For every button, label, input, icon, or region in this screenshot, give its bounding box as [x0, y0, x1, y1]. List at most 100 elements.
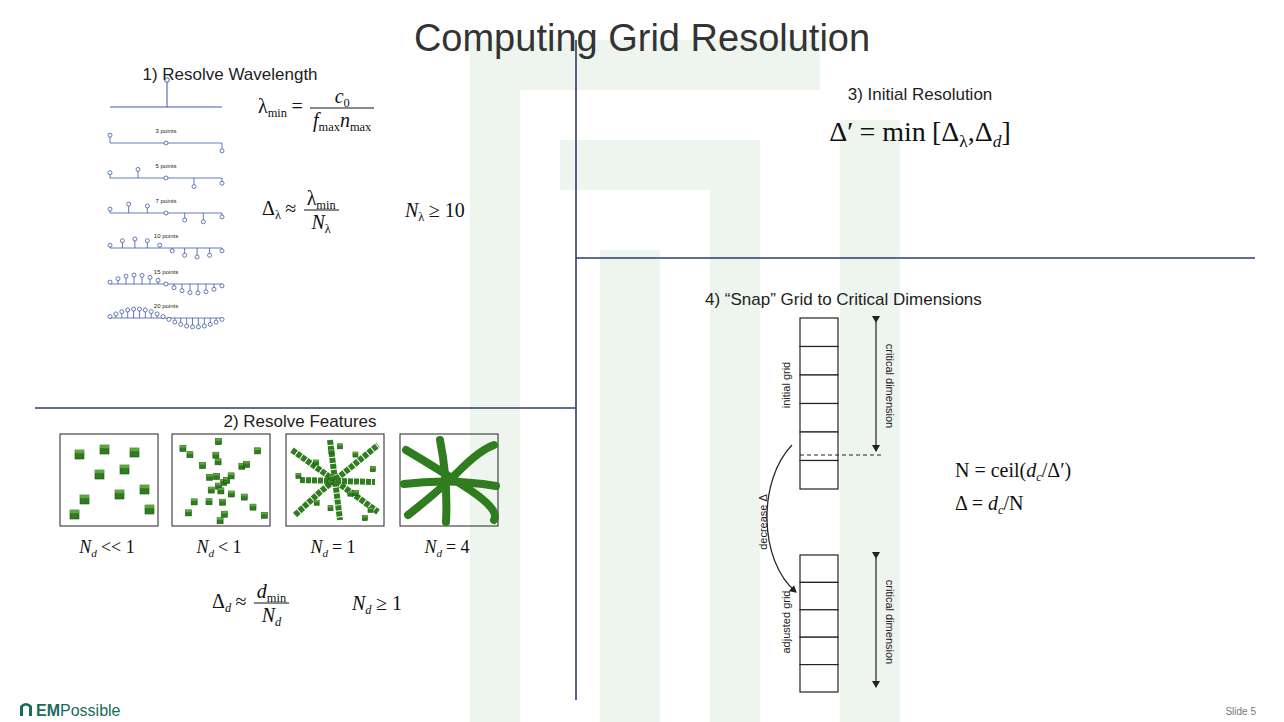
math-symbol: n — [340, 109, 350, 131]
math-symbol: N — [352, 592, 365, 614]
math-operator: = 1 — [328, 537, 360, 557]
cube — [215, 459, 221, 465]
divider-lines — [35, 40, 1255, 700]
denominator: Nλ — [304, 210, 339, 234]
stem-dot — [214, 320, 218, 324]
section-heading-text: 1) Resolve Wavelength — [142, 65, 317, 84]
math-operator: ≥ 1 — [372, 592, 407, 614]
stem-dot — [192, 185, 196, 189]
logo-text: EM — [36, 702, 60, 719]
stem-dot — [149, 310, 153, 314]
stem-dot — [145, 239, 149, 243]
stem-dot — [179, 322, 183, 326]
math-subscript: λ — [959, 132, 967, 151]
stem-dot — [127, 202, 131, 206]
math-operator: << 1 — [97, 537, 139, 557]
math-subscript: min — [267, 590, 286, 604]
cube-top — [215, 483, 221, 485]
math-symbol: d — [257, 580, 267, 602]
stem-dot — [183, 218, 187, 222]
stem-dot — [126, 308, 130, 312]
math-symbol: Δ — [262, 197, 275, 219]
cube — [296, 473, 301, 478]
grid-cell — [800, 665, 838, 692]
stem-dot — [202, 324, 206, 328]
section-heading: 1) Resolve Wavelength — [142, 65, 317, 85]
cube-top — [353, 491, 358, 493]
stem-dot — [183, 253, 187, 257]
section-heading-text: 4) “Snap” Grid to Critical Dimensions — [705, 290, 982, 309]
cube-top — [70, 510, 79, 513]
cube — [214, 473, 220, 479]
stem-dot — [156, 278, 160, 282]
cube — [250, 504, 256, 510]
fraction: c0fmaxnmax — [310, 85, 374, 132]
math-subscript: λ — [418, 209, 424, 223]
cube-top — [200, 463, 206, 465]
grid-cell — [800, 610, 838, 637]
cube-top — [180, 445, 186, 447]
grid-label-text: critical dimension — [884, 344, 896, 428]
feature-cubes — [70, 439, 496, 524]
cube-top — [130, 448, 139, 451]
cube-top — [368, 507, 373, 509]
stem-dot — [164, 176, 168, 180]
stem-dot — [108, 133, 112, 137]
section-heading: 2) Resolve Features — [223, 412, 376, 432]
stem-dot — [132, 307, 136, 311]
stem-dot — [124, 274, 128, 278]
stem-dot — [143, 308, 147, 312]
math-subscript: d — [91, 546, 97, 558]
math-symbol: N — [405, 199, 418, 221]
math-symbol: Δ — [212, 590, 225, 612]
math-operator: ≥ 10 — [424, 199, 469, 221]
math-symbol: Δ — [941, 116, 959, 147]
cube — [353, 452, 358, 457]
stem-dot — [170, 249, 174, 253]
stem-label: 15 points — [154, 269, 178, 275]
cube — [255, 448, 261, 454]
math-symbol: Δ — [975, 116, 993, 147]
cube-top — [115, 490, 124, 493]
stem-dot — [164, 282, 168, 286]
cube-top — [314, 500, 319, 502]
stem-dot — [116, 277, 120, 281]
cube — [130, 448, 139, 457]
stem-dot — [108, 171, 112, 175]
section-heading: 4) “Snap” Grid to Critical Dimensions — [705, 290, 982, 310]
cube-top — [255, 448, 261, 450]
math-symbol: N = ceil( — [955, 459, 1026, 481]
stem-dot — [164, 211, 168, 215]
slide-number-text: Slide 5 — [1225, 706, 1256, 717]
grid-cell — [800, 582, 838, 609]
math-subscript: λ — [325, 221, 331, 235]
stem-label: 5 points — [155, 163, 176, 169]
cube-top — [296, 473, 301, 475]
cube — [180, 445, 186, 451]
slide-number: Slide 5 — [1225, 706, 1256, 717]
cube — [353, 491, 358, 496]
cube — [228, 473, 234, 479]
cube-top — [353, 452, 358, 454]
cube-top — [348, 491, 353, 493]
cube — [80, 495, 89, 504]
section-heading-text: 2) Resolve Features — [223, 412, 376, 431]
math-symbol: d — [1026, 459, 1036, 481]
stem-dot — [155, 312, 159, 316]
cube-top — [370, 467, 375, 469]
cube-top — [329, 449, 334, 451]
logo-text: Possible — [60, 702, 120, 719]
cube-top — [214, 473, 220, 475]
math-symbol: f — [313, 109, 319, 131]
section-heading-text: 3) Initial Resolution — [848, 85, 993, 104]
cube-top — [328, 506, 333, 508]
math-subscript: 0 — [344, 95, 350, 109]
grid-label-text: decrease Δ — [757, 494, 769, 550]
grid-cell — [800, 347, 838, 376]
stem-dot — [132, 273, 136, 277]
math-symbol: N — [424, 537, 436, 557]
cube-top — [250, 504, 256, 506]
equation: N = ceil(dc/Δ′) — [955, 459, 1071, 482]
